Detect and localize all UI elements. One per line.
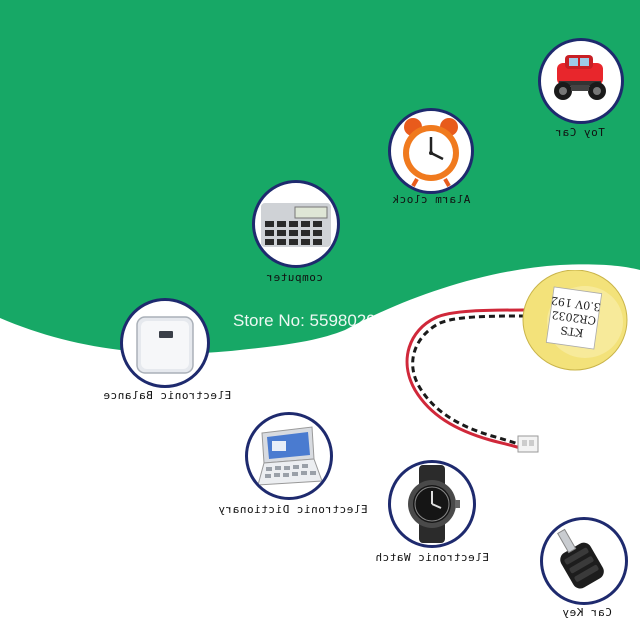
car-key-label: Car Key	[562, 606, 612, 619]
balance-circle	[120, 298, 210, 388]
dictionary-label: Electronic Dictionary	[218, 503, 368, 516]
alarm-clock-circle	[388, 108, 474, 194]
balance-label: Electronic Balance	[103, 389, 232, 402]
black-wire	[411, 314, 526, 447]
battery-label: KTS CR2032 3.0V 192	[545, 293, 602, 342]
alarm-clock-icon	[403, 118, 459, 187]
scale-icon	[136, 316, 194, 374]
toy-car-icon	[554, 55, 606, 100]
calculator-icon	[261, 203, 331, 247]
alarm-clock-label: Alarm clock	[392, 193, 471, 206]
car-key-circle	[540, 517, 628, 605]
dictionary-icon	[257, 426, 323, 486]
watch-label: Electronic Watch	[375, 551, 489, 564]
store-watermark: Store No: 5598029	[233, 311, 376, 330]
dictionary-circle	[245, 412, 333, 500]
battery-with-wire	[405, 270, 628, 453]
red-wire	[405, 308, 526, 450]
computer-label: computer	[266, 271, 323, 284]
computer-circle	[252, 180, 340, 268]
white-connector	[517, 435, 539, 453]
watch-icon	[408, 465, 460, 543]
car-key-icon	[557, 528, 604, 589]
toy-car-label: Toy Car	[555, 126, 605, 139]
toy-car-circle	[538, 38, 624, 124]
watch-circle	[388, 460, 476, 548]
